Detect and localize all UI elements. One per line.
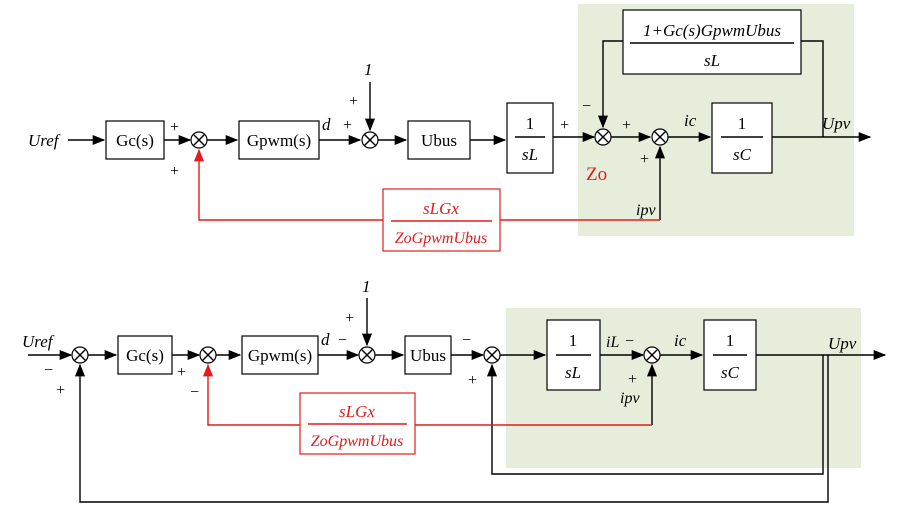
top-cap-num: 1: [738, 114, 747, 133]
top-sum3-plus: +: [560, 117, 569, 134]
top-sum2-plus-a: +: [343, 117, 352, 134]
bottom-gc-text: Gc(s): [126, 346, 164, 365]
top-gpwm-text: Gpwm(s): [247, 131, 311, 150]
bottom-sum4-plus: +: [468, 372, 477, 389]
top-feedback-block: [622, 9, 802, 75]
top-ubus-text: Ubus: [421, 131, 457, 150]
bottom-sum1-plus: +: [56, 382, 65, 399]
bottom-sum5-minus: −: [625, 333, 634, 350]
top-sum1: [190, 131, 208, 149]
bottom-sum5-plus: +: [628, 371, 637, 388]
top-d-label: d: [322, 115, 331, 134]
bottom-comp-num: sLGx: [339, 402, 375, 421]
top-sum3: [594, 128, 612, 146]
bottom-sum5: [643, 346, 661, 364]
bottom-comp-den: ZoGpwmUbus: [311, 433, 403, 450]
bottom-ic-label: ic: [674, 331, 687, 350]
top-gc-text: Gc(s): [116, 131, 154, 150]
top-inductor-den: sL: [522, 145, 538, 164]
bottom-sum1: [71, 346, 89, 364]
top-zo-label: Zo: [586, 164, 607, 185]
top-gc-block: [105, 120, 165, 160]
bottom-disturbance-label: 1: [362, 277, 371, 296]
bottom-sum3-minus: −: [338, 332, 347, 349]
bottom-ubus-text: Ubus: [410, 346, 446, 365]
bottom-ipv-label: ipv: [620, 390, 640, 407]
bottom-wire-inner-feedback: [486, 355, 824, 475]
top-ipv-label: ipv: [636, 202, 656, 219]
top-comp-num: sLGx: [423, 199, 459, 218]
top-upv-label: Upv: [822, 114, 851, 133]
bottom-il-label: iL: [606, 334, 619, 351]
top-sum4-plus-b: +: [640, 151, 649, 168]
bottom-inductor-den: sL: [565, 363, 581, 382]
top-disturbance-label: 1: [364, 60, 373, 79]
bottom-gpwm-block: [241, 335, 319, 375]
bottom-wire-outer-feedback: [74, 355, 829, 503]
top-wire-feedback-out: [597, 40, 623, 129]
top-gpwm-block: [238, 120, 320, 160]
bottom-cap-den: sC: [721, 363, 740, 382]
top-sum3-minus: −: [582, 98, 591, 115]
bottom-sum4-minus: −: [462, 332, 471, 349]
top-comp-den: ZoGpwmUbus: [395, 230, 487, 247]
top-sum1-plus-a: +: [170, 119, 179, 136]
top-red-wire-out: [193, 148, 383, 221]
bottom-upv-label: Upv: [828, 334, 857, 353]
bottom-cap-num: 1: [726, 331, 735, 350]
top-sum1-plus-b: +: [170, 163, 179, 180]
bottom-d-label: d: [321, 330, 330, 349]
top-ic-label: ic: [684, 111, 697, 130]
bottom-gpwm-text: Gpwm(s): [248, 346, 312, 365]
top-ubus-block: [407, 120, 471, 160]
bottom-sum2-minus: −: [190, 384, 199, 401]
top-sum2-plus-b: +: [349, 93, 358, 110]
bottom-inductor-num: 1: [569, 331, 578, 350]
top-cap-den: sC: [733, 145, 752, 164]
top-feedback-den: sL: [704, 51, 720, 70]
bottom-sum2-plus: +: [177, 364, 186, 381]
top-sum2: [361, 131, 379, 149]
top-sum4-plus-a: +: [622, 117, 631, 134]
top-feedback-num: 1+Gc(s)GpwmUbus: [643, 21, 781, 40]
bottom-sum3: [358, 346, 376, 364]
top-inductor-block: [506, 102, 554, 174]
top-uref-label: Uref: [28, 131, 61, 150]
bottom-sum1-minus: −: [44, 362, 53, 379]
top-cap-block: [711, 102, 773, 174]
top-wire-upv-feedback: [801, 40, 824, 137]
bottom-sum2: [199, 346, 217, 364]
bottom-sum3-plus: +: [345, 310, 354, 327]
bottom-gc-block: [117, 335, 173, 375]
top-inductor-num: 1: [526, 114, 535, 133]
bottom-uref-label: Uref: [22, 332, 55, 351]
bottom-red-wire-out: [202, 363, 300, 426]
bottom-sum4: [483, 346, 501, 364]
top-sum4: [651, 128, 669, 146]
